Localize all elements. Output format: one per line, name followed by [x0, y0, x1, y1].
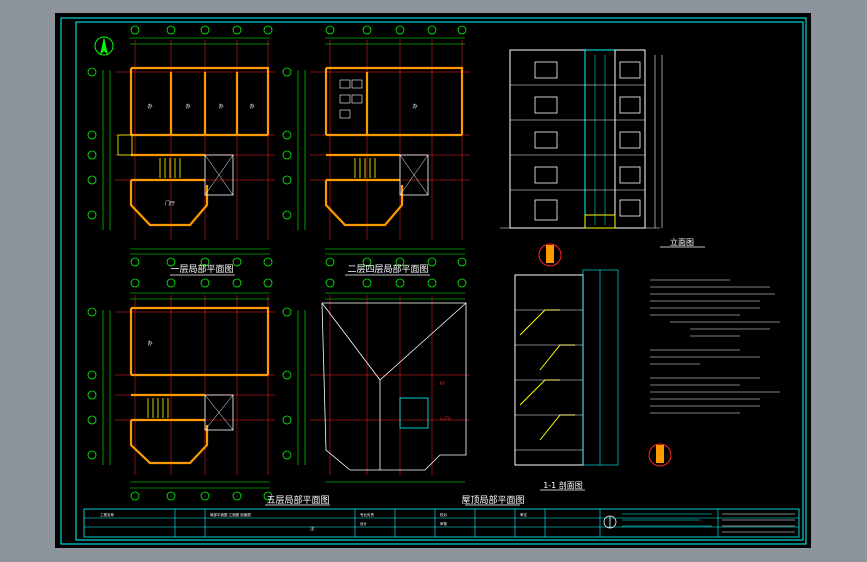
north-arrow-icon [94, 36, 114, 56]
design-notes [650, 279, 780, 414]
room-label: 办 [249, 103, 254, 110]
title-note: 注: [310, 525, 315, 531]
title-label: 设计 [360, 521, 368, 526]
elevation: 立面图 [500, 49, 705, 248]
svg-text:i=2%: i=2% [440, 416, 451, 421]
drawing-name: 局部平面图 立面图 剖面图 [210, 512, 251, 517]
plan-title: 屋顶局部平面图 [461, 494, 524, 506]
section-1-1: 1-1 剖面图 [514, 269, 619, 491]
plan-title: 五层局部平面图 [266, 494, 329, 506]
plan-title: 一层局部平面图 [170, 263, 233, 275]
plan-4-roof: RF i=2% 屋顶局部平面图 [282, 278, 525, 506]
room-label: 办 [185, 103, 190, 110]
drawing-frame [60, 17, 807, 545]
svg-text:RF: RF [440, 381, 446, 386]
section-title: 1-1 剖面图 [543, 480, 583, 490]
paper-background [55, 13, 811, 548]
plan-2: 办 二层四层局部平面图 [282, 25, 470, 276]
inner-frame [75, 21, 804, 541]
plan-1: 办 办 办 办 门厅 一层局部平面图 [87, 25, 275, 276]
title-label: 审定 [520, 512, 528, 517]
title-label: 审核 [440, 521, 448, 526]
title-label: 校对 [440, 512, 448, 517]
room-label: 办 [147, 103, 152, 110]
detail-callout [538, 243, 672, 467]
title-label: 专业负责 [360, 512, 374, 517]
elevation-title: 立面图 [670, 237, 694, 247]
room-label: 办 [412, 103, 417, 110]
room-label: 办 [218, 103, 223, 110]
room-label: 门厅 [165, 200, 175, 207]
room-label: 办 [147, 340, 152, 347]
title-label: 工程名称 [100, 512, 114, 517]
plan-title: 二层四层局部平面图 [347, 263, 428, 275]
title-block: 工程名称 专业负责 设计 校对 审核 审定 局部平面图 立面图 剖面图 注: [83, 508, 800, 538]
plan-3: 办 五层局部平面图 [87, 278, 330, 506]
